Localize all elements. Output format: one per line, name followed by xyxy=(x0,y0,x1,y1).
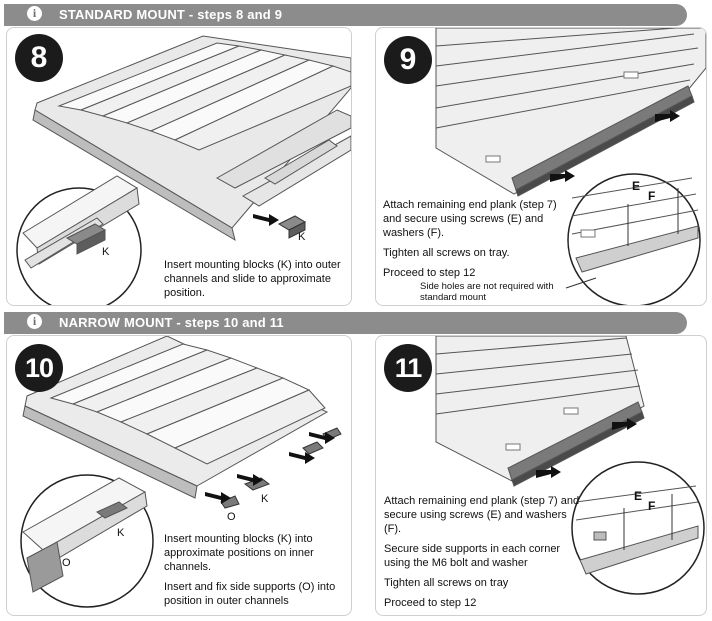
narrow-mount-banner: i NARROW MOUNT - steps 10 and 11 xyxy=(4,312,687,334)
standard-mount-banner: i STANDARD MOUNT - steps 8 and 9 xyxy=(4,4,687,26)
step-11-illustration: E F xyxy=(435,336,705,595)
instruction-text: Proceed to step 12 xyxy=(383,267,476,279)
label-f: F xyxy=(648,499,655,513)
instruction-text: Insert and fix side supports (O) into po… xyxy=(164,581,336,607)
step-10-panel: K O K O 10 Insert mounting blocks (K) in… xyxy=(6,335,352,616)
step-8-illustration: K K xyxy=(16,35,351,305)
step-11-instructions: Attach remaining end plank (step 7) and … xyxy=(384,494,582,615)
step-10-instructions: Insert mounting blocks (K) into approxim… xyxy=(164,532,351,614)
side-holes-note: Side holes are not required with standar… xyxy=(420,281,554,303)
instruction-text: Attach remaining end plank (step 7) and … xyxy=(384,495,580,535)
label-o-zoom: O xyxy=(62,557,71,569)
instruction-text: Insert mounting blocks (K) into outer ch… xyxy=(164,259,341,299)
step-9-illustration: E F xyxy=(435,28,706,305)
instruction-text: Attach remaining end plank (step 7) and … xyxy=(383,199,557,239)
instruction-text: Tighten all screws on tray. xyxy=(383,247,510,259)
label-e: E xyxy=(632,179,640,193)
label-k: K xyxy=(261,493,269,505)
instruction-text: Proceed to step 12 xyxy=(384,597,477,609)
step-badge: 10 xyxy=(15,344,63,392)
label-f: F xyxy=(648,189,655,203)
step-badge: 11 xyxy=(384,344,432,392)
step-9-instructions: Attach remaining end plank (step 7) and … xyxy=(383,198,568,286)
instruction-text: Tighten all screws on tray xyxy=(384,577,509,589)
step-8-instructions: Insert mounting blocks (K) into outer ch… xyxy=(164,258,351,305)
step-badge: 9 xyxy=(384,36,432,84)
instruction-text: Insert mounting blocks (K) into approxim… xyxy=(164,533,314,573)
label-e: E xyxy=(634,489,642,503)
step-9-panel: E F 9 Attach remaining end plank (step 7… xyxy=(375,27,707,306)
step-10-illustration: K O K O xyxy=(20,336,342,608)
label-k-zoom: K xyxy=(102,246,110,258)
label-k-zoom: K xyxy=(117,527,125,539)
step-8-panel: K K 8 Insert mounting blocks (K) into ou… xyxy=(6,27,352,306)
banner-title: NARROW MOUNT - steps 10 and 11 xyxy=(59,315,284,330)
label-k: K xyxy=(298,231,306,243)
info-icon: i xyxy=(27,314,42,329)
step-badge: 8 xyxy=(15,34,63,82)
label-o: O xyxy=(227,511,236,523)
instruction-text: Secure side supports in each corner usin… xyxy=(384,543,561,569)
step-11-panel: E F 11 Attach remaining end plank (step … xyxy=(375,335,707,616)
info-icon: i xyxy=(27,6,42,21)
banner-title: STANDARD MOUNT - steps 8 and 9 xyxy=(59,7,283,22)
